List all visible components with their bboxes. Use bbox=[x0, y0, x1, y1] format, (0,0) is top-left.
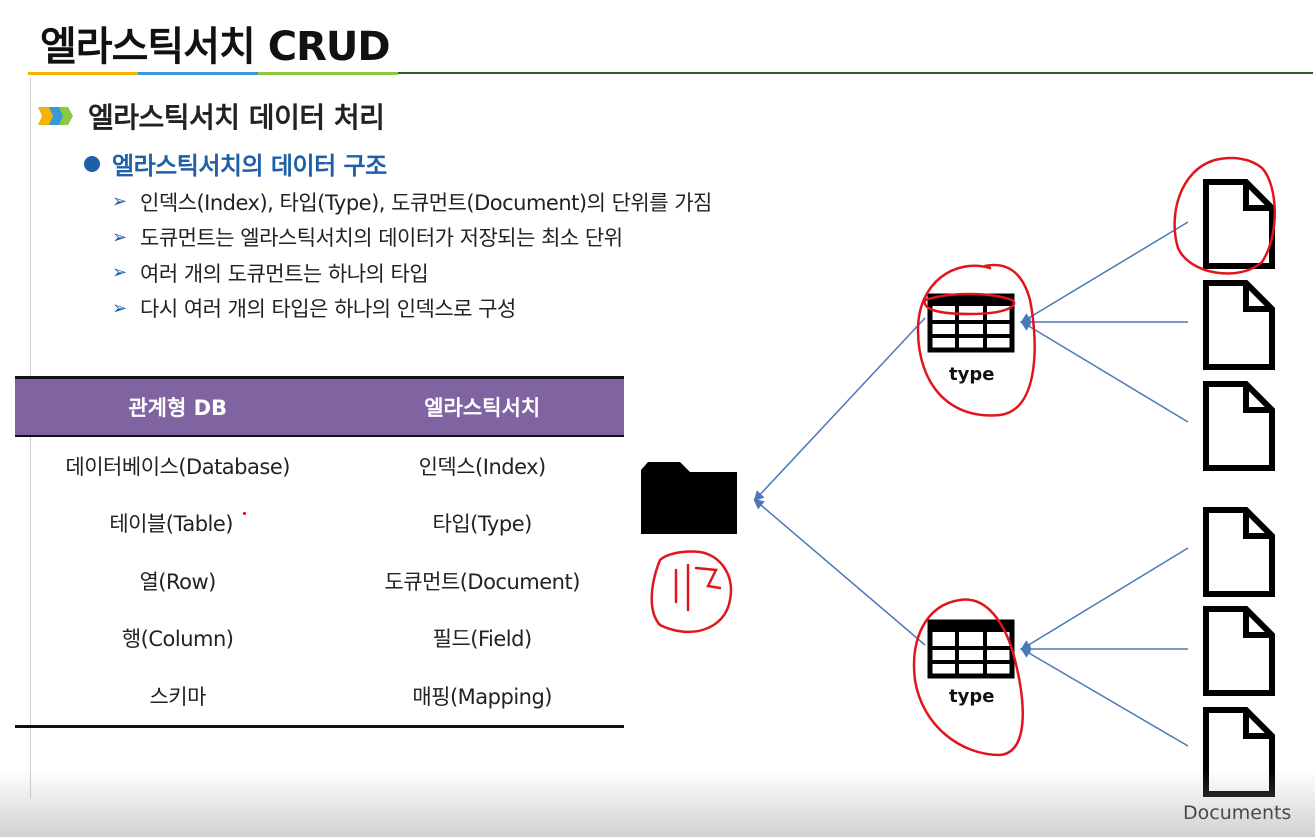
section-heading: 엘라스틱서치 데이터 처리 bbox=[38, 96, 385, 136]
list-item: ➢인덱스(Index), 타입(Type), 도큐먼트(Document)의 단… bbox=[112, 190, 712, 215]
table-header-cell: 관계형 DB bbox=[15, 376, 341, 437]
chevron-bullet-icon bbox=[38, 107, 73, 125]
arrow-bullet-icon: ➢ bbox=[112, 262, 127, 284]
table-cell: 인덱스(Index) bbox=[418, 454, 547, 479]
handwritten-annotation bbox=[650, 156, 1276, 757]
document-icon bbox=[1206, 710, 1272, 794]
table-cell: 스키마 bbox=[15, 667, 341, 728]
table-row: 데이터베이스(Database) 인덱스(Index) bbox=[15, 436, 624, 495]
slide-left-border bbox=[30, 78, 31, 798]
document-icon bbox=[1206, 510, 1272, 594]
arrow-bullet-icon: ➢ bbox=[112, 297, 127, 319]
table-cell: 매핑(Mapping) bbox=[340, 667, 624, 728]
circle-bullet-icon bbox=[84, 155, 100, 172]
table-cell: 행(Column) bbox=[121, 627, 234, 652]
folder-icon bbox=[641, 462, 737, 534]
comparison-table: 관계형 DB 엘라스틱서치 데이터베이스(Database) 인덱스(Index… bbox=[15, 376, 624, 728]
arrow-line bbox=[753, 317, 926, 502]
sub-heading: 엘라스틱서치의 데이터 구조 bbox=[84, 146, 387, 181]
ink-dot bbox=[243, 512, 246, 516]
arrow-line bbox=[1020, 320, 1189, 423]
bullet-list: ➢인덱스(Index), 타입(Type), 도큐먼트(Document)의 단… bbox=[112, 184, 712, 326]
table-row: 테이블(Table) 타입(Type) bbox=[15, 495, 624, 553]
document-icon bbox=[1206, 384, 1272, 468]
sub-heading-text: 엘라스틱서치의 데이터 구조 bbox=[112, 152, 387, 180]
arrow-bullet-icon: ➢ bbox=[112, 191, 127, 213]
title-underline bbox=[28, 72, 1313, 76]
type-label: type bbox=[949, 686, 995, 707]
slide-title: 엘라스틱서치 CRUD bbox=[40, 24, 391, 70]
table-cell: 테이블(Table) bbox=[15, 495, 340, 553]
type-label: type bbox=[949, 364, 995, 385]
table-row: 스키마 매핑(Mapping) bbox=[15, 667, 624, 728]
table-cell: 도큐먼트(Document) bbox=[384, 569, 580, 594]
document-icon bbox=[1206, 609, 1272, 693]
table-cell: 열(Row) bbox=[139, 569, 216, 594]
table-header-cell: 엘라스틱서치 bbox=[340, 376, 624, 437]
documents-label: Documents bbox=[1183, 802, 1292, 824]
table-cell: 타입(Type) bbox=[432, 512, 533, 537]
document-icon bbox=[1206, 182, 1272, 266]
table-row: 행(Column) 필드(Field) bbox=[15, 610, 624, 668]
list-item: ➢여러 개의 도큐먼트는 하나의 타입 bbox=[112, 261, 429, 286]
section-heading-text: 엘라스틱서치 데이터 처리 bbox=[88, 101, 385, 134]
arrow-line bbox=[753, 498, 926, 646]
table-cell: 필드(Field) bbox=[432, 627, 532, 652]
arrow-line bbox=[1020, 221, 1189, 324]
document-icon bbox=[1206, 283, 1272, 367]
list-item: ➢도큐먼트는 엘라스틱서치의 데이터가 저장되는 최소 단위 bbox=[112, 226, 623, 251]
table-grid-icon bbox=[930, 622, 1012, 676]
list-item: ➢다시 여러 개의 타입은 하나의 인덱스로 구성 bbox=[112, 297, 516, 322]
table-cell: 데이터베이스(Database) bbox=[65, 454, 290, 479]
table-row: 열(Row) 도큐먼트(Document) bbox=[15, 552, 624, 610]
table-header-row: 관계형 DB 엘라스틱서치 bbox=[15, 376, 624, 437]
arrow-bullet-icon: ➢ bbox=[112, 226, 127, 248]
table-grid-icon bbox=[930, 296, 1012, 350]
arrow-line bbox=[1020, 647, 1189, 747]
arrow-line bbox=[1020, 547, 1189, 651]
